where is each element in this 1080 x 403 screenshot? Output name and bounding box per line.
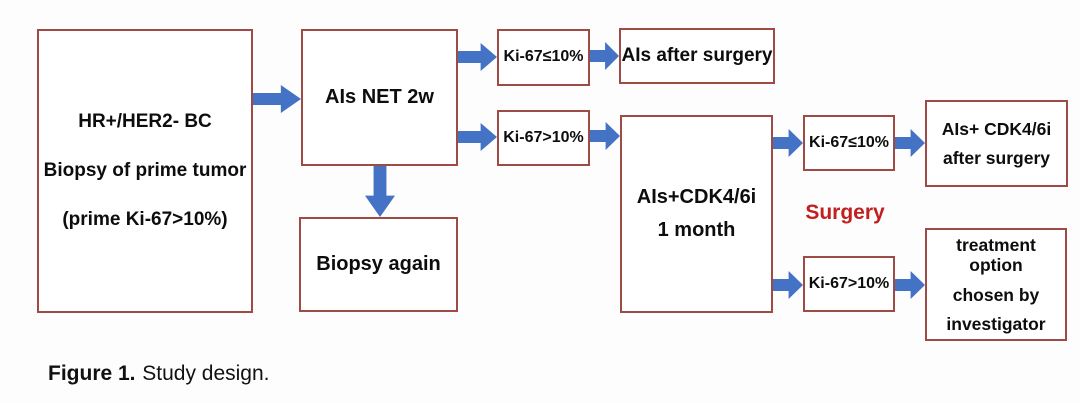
arrow-right-icon bbox=[590, 122, 620, 150]
surgery-label: Surgery bbox=[805, 201, 885, 224]
arrow-right-icon bbox=[773, 129, 803, 157]
node-ais-net-2w-label: AIs NET 2w bbox=[325, 86, 434, 108]
arrow-right-icon bbox=[590, 42, 619, 70]
node-ki67-gt10-first: Ki-67>10% bbox=[497, 110, 590, 166]
node-ki67-gt10-second-label: Ki-67>10% bbox=[808, 274, 890, 292]
node-ki67-gt10-first-label: Ki-67>10% bbox=[503, 128, 584, 146]
node-primary-line-3: (prime Ki-67>10%) bbox=[62, 208, 228, 230]
node-ki67-le10-first: Ki-67≤10% bbox=[497, 29, 590, 86]
arrow-right-icon bbox=[458, 43, 497, 71]
arrow-down-icon bbox=[365, 166, 395, 217]
node-ais-net-2w: AIs NET 2w bbox=[301, 29, 458, 166]
figure-caption: Figure 1. Study design. bbox=[48, 362, 270, 386]
node-ais-after-surgery: AIs after surgery bbox=[619, 28, 775, 84]
figure-caption-text: Study design. bbox=[142, 362, 270, 385]
node-ais-after-surgery-label: AIs after surgery bbox=[621, 45, 773, 67]
node-treatment-option-line-2: chosen by bbox=[952, 284, 1040, 305]
node-biopsy-again-label: Biopsy again bbox=[316, 253, 441, 275]
node-biopsy-again: Biopsy again bbox=[299, 217, 458, 312]
node-treatment-option-line-3: investigator bbox=[946, 313, 1046, 334]
arrow-right-icon bbox=[895, 129, 925, 157]
node-ais-cdk-after-surgery-line-2: after surgery bbox=[943, 148, 1050, 168]
figure-caption-number: Figure 1. bbox=[48, 362, 136, 385]
node-primary-line-1: HR+/HER2- BC bbox=[78, 111, 212, 133]
arrow-right-icon bbox=[895, 271, 925, 299]
node-ki67-le10-second-label: Ki-67≤10% bbox=[809, 133, 889, 151]
node-ki67-le10-second: Ki-67≤10% bbox=[803, 115, 895, 171]
node-ais-cdk-1month-line-1: AIs+CDK4/6i bbox=[636, 186, 757, 208]
arrow-right-icon bbox=[253, 85, 301, 113]
node-ais-cdk-after-surgery: AIs+ CDK4/6i after surgery bbox=[925, 100, 1068, 187]
node-primary-line-2: Biopsy of prime tumor bbox=[43, 160, 247, 182]
arrow-right-icon bbox=[458, 123, 497, 151]
node-ki67-gt10-second: Ki-67>10% bbox=[803, 256, 895, 312]
node-ki67-le10-first-label: Ki-67≤10% bbox=[503, 48, 584, 66]
node-ais-cdk-after-surgery-line-1: AIs+ CDK4/6i bbox=[941, 118, 1052, 139]
node-treatment-option-line-1: treatment option bbox=[956, 235, 1036, 276]
node-treatment-option: treatment option chosen by investigator bbox=[925, 228, 1067, 341]
node-ais-cdk-1month-line-2: 1 month bbox=[657, 219, 736, 241]
node-ais-cdk-1month: AIs+CDK4/6i 1 month bbox=[620, 115, 773, 313]
node-primary-tumor: HR+/HER2- BC Biopsy of prime tumor (prim… bbox=[37, 29, 253, 313]
arrow-right-icon bbox=[773, 271, 803, 299]
